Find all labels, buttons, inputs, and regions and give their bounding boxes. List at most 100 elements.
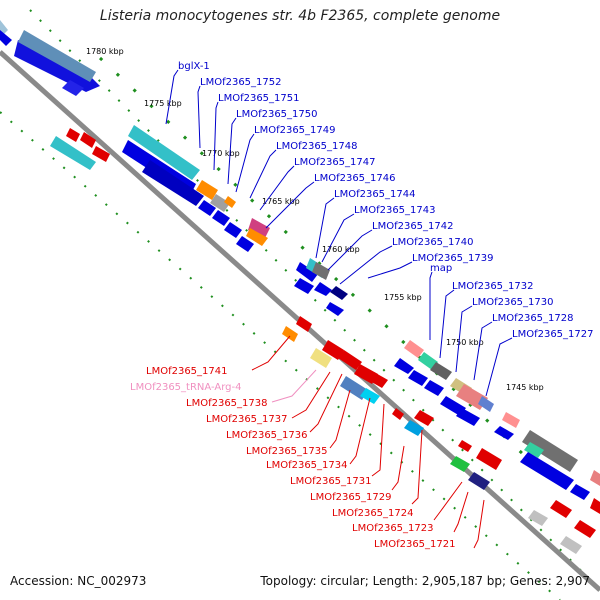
leader-line xyxy=(251,335,291,371)
gene-label-forward[interactable]: LMOf2365_1730 xyxy=(472,297,554,308)
gene-label-reverse[interactable]: LMOf2365_1721 xyxy=(374,539,456,550)
gene-forward xyxy=(18,30,96,82)
scale-label: 1775 kbp xyxy=(144,99,182,108)
gene-reverse xyxy=(360,388,380,404)
gene-label-forward[interactable]: bglX-1 xyxy=(178,61,210,72)
gene-forward xyxy=(440,396,466,416)
reverse-genes xyxy=(50,128,600,554)
scale-label: 1760 kbp xyxy=(322,245,360,254)
genome-title: Listeria monocytogenes str. 4b F2365, co… xyxy=(99,8,501,24)
gene-reverse xyxy=(50,136,96,170)
gene-label-forward[interactable]: LMOf2365_1748 xyxy=(276,141,358,152)
gene-reverse xyxy=(66,128,80,142)
gene-forward xyxy=(424,380,444,396)
scale-label: 1770 kbp xyxy=(202,149,240,158)
gene-reverse xyxy=(340,376,368,400)
gene-forward xyxy=(326,302,344,316)
leader-line xyxy=(235,133,255,193)
gene-label-forward[interactable]: LMOf2365_1743 xyxy=(354,205,436,216)
leader-line xyxy=(249,149,277,199)
leader-line xyxy=(227,117,237,185)
leader-line xyxy=(473,499,485,549)
scale-label: 1750 kbp xyxy=(446,338,484,347)
leader-line xyxy=(265,181,315,229)
gene-forward xyxy=(62,80,84,96)
gene-reverse xyxy=(560,536,582,554)
gene-forward xyxy=(198,200,216,216)
gene-label-forward[interactable]: LMOf2365_1740 xyxy=(392,237,474,248)
gene-forward xyxy=(590,470,600,486)
gene-label-reverse[interactable]: LMOf2365_1731 xyxy=(290,476,372,487)
gene-reverse xyxy=(296,316,312,332)
gene-label-reverse[interactable]: LMOf2365_1723 xyxy=(352,523,434,534)
gene-forward xyxy=(520,452,574,490)
gene-reverse xyxy=(322,340,344,360)
gene-label-reverse[interactable]: LMOf2365_1741 xyxy=(146,366,228,377)
gene-forward xyxy=(0,30,12,46)
gene-label-forward[interactable]: LMOf2365_1752 xyxy=(200,77,282,88)
gene-forward xyxy=(224,196,236,208)
gene-label-forward[interactable]: map xyxy=(430,263,452,274)
gene-forward xyxy=(408,370,428,386)
gene-forward xyxy=(430,362,452,380)
gene-label-reverse[interactable]: LMOf2365_1729 xyxy=(310,492,392,503)
leader-line xyxy=(327,229,373,271)
gene-label-reverse[interactable]: LMOf2365_1724 xyxy=(332,508,414,519)
leader-line xyxy=(371,403,385,477)
gene-forward xyxy=(248,218,270,240)
scale-labels: 1780 kbp 1775 kbp 1770 kbp 1765 kbp 1760… xyxy=(86,47,544,392)
gene-reverse xyxy=(338,350,362,370)
leader-line xyxy=(165,69,179,125)
leader-line xyxy=(455,305,473,373)
gene-reverse xyxy=(310,348,332,368)
gene-label-forward[interactable]: LMOf2365_1727 xyxy=(512,329,594,340)
leader-line xyxy=(411,429,423,505)
leader-line xyxy=(213,101,219,171)
gene-forward xyxy=(524,442,544,458)
gene-label-forward[interactable]: LMOf2365_1728 xyxy=(492,313,574,324)
gene-reverse xyxy=(468,472,490,490)
leader-line xyxy=(291,371,331,419)
leader-line xyxy=(329,389,351,449)
gene-label-forward[interactable]: LMOf2365_1750 xyxy=(236,109,318,120)
gene-label-trna[interactable]: LMOf2365_tRNA-Arg-4 xyxy=(130,382,242,393)
gene-forward xyxy=(246,228,268,246)
gene-reverse xyxy=(574,520,596,538)
gene-label-forward[interactable]: LMOf2365_1744 xyxy=(334,189,416,200)
gene-forward xyxy=(502,412,520,428)
gene-label-reverse[interactable]: LMOf2365_1738 xyxy=(186,398,268,409)
scale-label: 1765 kbp xyxy=(262,197,300,206)
gene-label-forward[interactable]: LMOf2365_1751 xyxy=(218,93,300,104)
gene-label-forward[interactable]: LMOf2365_1732 xyxy=(452,281,534,292)
gene-label-reverse[interactable]: LMOf2365_1735 xyxy=(246,446,328,457)
leader-line xyxy=(433,481,463,521)
gene-label-reverse[interactable]: LMOf2365_1737 xyxy=(206,414,288,425)
leader-line xyxy=(259,165,295,211)
gene-label-forward[interactable]: LMOf2365_1749 xyxy=(254,125,336,136)
gene-label-forward[interactable]: LMOf2365_1747 xyxy=(294,157,376,168)
gene-label-reverse[interactable]: LMOf2365_1734 xyxy=(266,460,348,471)
gene-forward xyxy=(394,358,414,374)
gene-forward xyxy=(294,278,314,294)
gene-reverse xyxy=(590,498,600,514)
gene-reverse xyxy=(550,500,572,518)
gene-forward xyxy=(128,125,200,180)
gene-label-reverse[interactable]: LMOf2365_1736 xyxy=(226,430,308,441)
gene-forward xyxy=(142,160,204,206)
gene-forward xyxy=(224,222,242,238)
gene-label-forward[interactable]: LMOf2365_1742 xyxy=(372,221,454,232)
gene-forward xyxy=(330,286,348,300)
leader-line xyxy=(485,337,513,397)
scale-label: 1755 kbp xyxy=(384,293,422,302)
gene-label-forward[interactable]: LMOf2365_1746 xyxy=(314,173,396,184)
gene-forward xyxy=(212,210,230,226)
gene-reverse xyxy=(528,510,548,526)
leader-line xyxy=(315,197,335,259)
reverse-label-leaders xyxy=(251,335,485,549)
gene-reverse xyxy=(476,448,502,470)
gene-forward xyxy=(522,430,578,472)
gene-forward xyxy=(296,262,318,282)
gene-label-forward[interactable]: LMOf2365_1739 xyxy=(412,253,494,264)
